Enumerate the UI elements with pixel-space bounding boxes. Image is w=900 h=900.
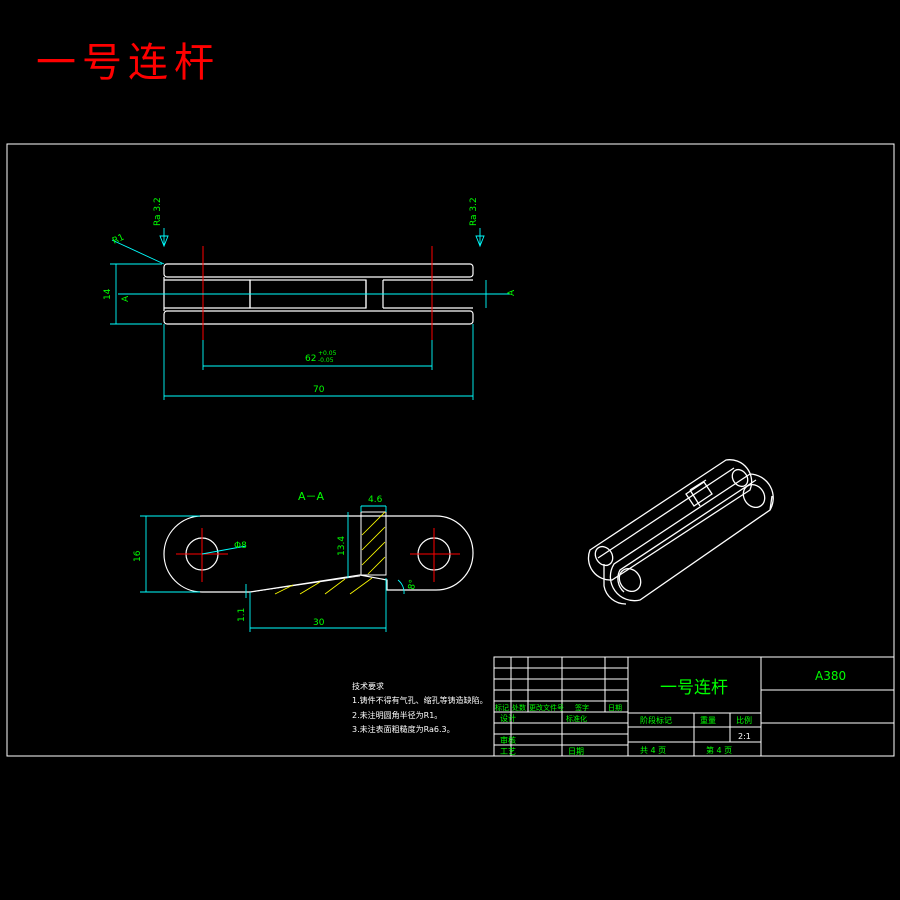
height-16-label: 16: [133, 550, 143, 562]
section-mark-left: A: [121, 295, 131, 302]
top-view-centerlines: [202, 246, 433, 340]
date-label: 日期: [568, 747, 584, 756]
roughness-right-label: Ra 3.2: [469, 197, 479, 226]
stage-mark-label: 阶段标记: [640, 715, 672, 725]
inner-height-label: 13.4: [337, 536, 347, 556]
review-label: 审核: [500, 735, 516, 745]
angle-label: 8°: [407, 579, 419, 591]
tech-requirements: 技术要求 1.铸件不得有气孔、缩孔等铸造缺陷。 2.未注明圆角半径为R1。 3.…: [352, 681, 488, 734]
center-distance-label: 62: [305, 354, 316, 364]
drawing-border: [6, 143, 895, 757]
tech-item-3: 3.未注表面粗糙度为Ra6.3。: [352, 724, 455, 734]
section-centerlines: [176, 528, 460, 582]
title-block-text: 一号连杆 A380 标记 处数 更改文件号 签字 日期 设计 标准化 审核 工艺…: [495, 669, 846, 756]
scale-value: 2:1: [738, 732, 751, 741]
height-dim-label: 14: [103, 288, 113, 300]
tech-item-1: 1.铸件不得有气孔、缩孔等铸造缺陷。: [352, 695, 488, 705]
row-label-sign: 签字: [575, 703, 589, 712]
title-block: [493, 656, 895, 757]
section-label: A－A: [298, 490, 325, 503]
section-mark-right: A: [507, 289, 517, 296]
roughness-left-label: Ra 3.2: [153, 197, 163, 226]
center-tol-lower: -0.05: [318, 357, 334, 364]
part-name: 一号连杆: [660, 678, 728, 698]
isometric-view: [587, 459, 774, 605]
top-view-dim-text: Ra 3.2 Ra 3.2 R1 14 A A 62 +0.05 -0.05 7…: [103, 197, 517, 395]
process-label: 工艺: [500, 747, 516, 756]
sheet-number: 第 4 页: [706, 745, 732, 755]
hole-dim-label: Φ8: [234, 541, 247, 551]
section-outline: [163, 515, 474, 593]
standardization-label: 标准化: [566, 714, 587, 723]
scale-label: 比例: [736, 715, 752, 725]
length-dim-label: 70: [313, 385, 325, 395]
length-30-label: 30: [313, 618, 325, 628]
section-dim-text: A－A 4.6 16 13.4 Φ8 1.1 30 8°: [133, 490, 419, 628]
weight-label: 重量: [700, 715, 716, 725]
top-view: [163, 263, 474, 325]
slot-bottom-label: 1.1: [237, 608, 247, 622]
page-title: 一号连杆: [36, 40, 220, 86]
web-right: [365, 279, 473, 309]
row-label-count: 处数: [512, 703, 526, 712]
row-label-mark: 标记: [495, 703, 509, 712]
material: A380: [815, 669, 846, 683]
top-plate: [163, 263, 474, 278]
center-tol-upper: +0.05: [318, 350, 337, 357]
row-label-date: 日期: [608, 704, 622, 712]
bottom-plate: [163, 310, 474, 325]
tech-heading: 技术要求: [352, 681, 384, 691]
total-sheets: 共 4 页: [640, 746, 666, 755]
width-top-label: 4.6: [368, 495, 383, 505]
design-label: 设计: [500, 713, 516, 723]
row-label-change: 更改文件号: [529, 703, 564, 712]
top-view-dimensions: [110, 228, 510, 400]
chamfer-label: R1: [111, 233, 126, 247]
tech-item-2: 2.未注明圆角半径为R1。: [352, 710, 442, 720]
section-dimensions: [140, 505, 405, 632]
section-hatch: [249, 511, 387, 595]
